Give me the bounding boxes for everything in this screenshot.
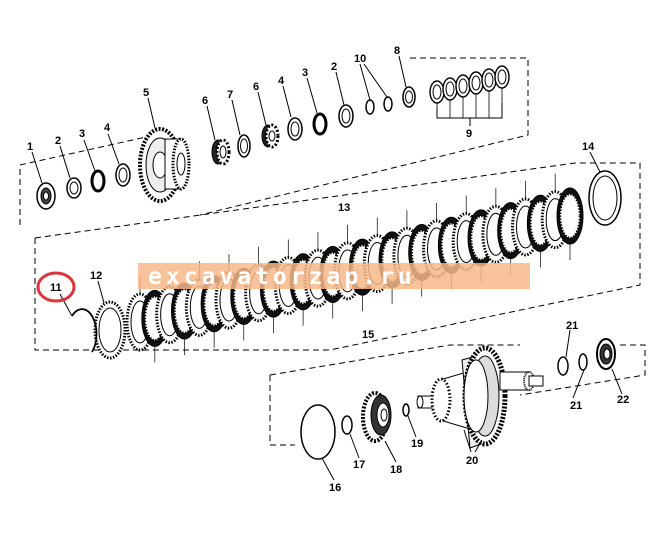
label-22: 22 [617, 394, 629, 406]
part-8-seal [402, 86, 416, 108]
part-14-plate [588, 170, 622, 226]
part-7-spacer [237, 134, 251, 158]
part-21-ring-a [557, 356, 569, 376]
part-3-ring [90, 169, 106, 193]
group-outline-middle [34, 162, 641, 351]
label-9: 9 [466, 128, 472, 140]
label-21: 21 [566, 320, 578, 332]
part-12-plate [93, 300, 127, 360]
label-18: 18 [390, 464, 402, 476]
label-16: 16 [329, 482, 341, 494]
part-5-gear [138, 127, 191, 203]
label-10: 10 [354, 53, 366, 65]
part-9-disc-pack [429, 65, 510, 118]
label-2: 2 [55, 135, 61, 147]
label-20: 20 [466, 455, 478, 467]
part-17-ring [341, 415, 353, 435]
part-20-drum-shaft [416, 345, 544, 449]
watermark: excavatorzap.ru [138, 263, 530, 290]
label-13: 13 [338, 202, 350, 214]
part-2-washer-b [338, 104, 354, 128]
part-4-washer-b [287, 117, 303, 141]
leader-lines [31, 55, 623, 481]
group-outline-top [19, 57, 529, 225]
part-11-snap-ring [71, 308, 98, 353]
part-18-bearing [361, 391, 392, 443]
part-3-ring-b [312, 112, 328, 136]
label-3-b: 3 [302, 67, 308, 79]
label-4-b: 4 [278, 75, 285, 87]
label-12: 12 [90, 270, 102, 282]
label-17: 17 [353, 459, 365, 471]
svg-text:excavatorzap.ru: excavatorzap.ru [148, 264, 416, 290]
label-15: 15 [362, 329, 374, 341]
label-8: 8 [394, 45, 400, 57]
label-21-b: 21 [570, 400, 582, 412]
label-3: 3 [79, 128, 85, 140]
callout-labels: 1 2 3 4 5 6 7 6 4 3 2 10 8 9 14 13 11 12… [27, 45, 629, 494]
part-2-washer [66, 177, 82, 199]
label-5: 5 [143, 87, 149, 99]
label-2-b: 2 [331, 61, 337, 73]
part-6-roller-bearing-a [211, 138, 231, 166]
part-1-bearing [36, 182, 56, 210]
part-19-ring [402, 403, 410, 417]
part-22-bearing [596, 338, 616, 370]
part-4-washer [115, 163, 131, 187]
label-6: 6 [202, 95, 208, 107]
label-11: 11 [50, 282, 62, 294]
label-7: 7 [227, 89, 233, 101]
part-6-roller-bearing-b [261, 123, 280, 149]
label-1: 1 [27, 141, 33, 153]
label-6-b: 6 [253, 81, 259, 93]
part-16-o-ring [300, 404, 336, 460]
label-4: 4 [104, 122, 111, 134]
part-21-ring-b [578, 353, 588, 371]
group-outline-bottom [269, 344, 646, 446]
label-14: 14 [582, 141, 595, 153]
label-19: 19 [411, 438, 423, 450]
highlight-ring-part-11 [36, 271, 76, 303]
